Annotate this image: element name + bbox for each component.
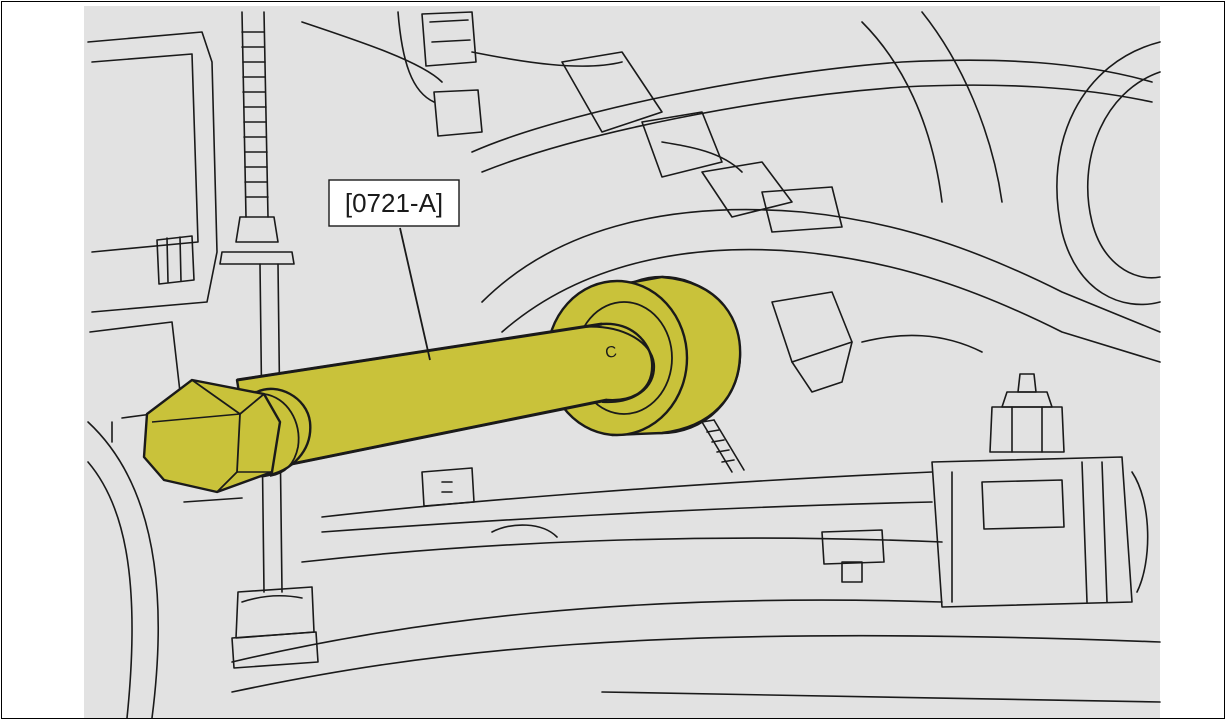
lower-control-arm xyxy=(321,471,933,518)
body-panel-left-inner xyxy=(91,53,199,253)
corrugated-hose xyxy=(219,11,295,265)
tool-engraved-mark: C xyxy=(604,344,618,362)
hub-right xyxy=(1056,41,1161,306)
connector-top xyxy=(421,11,477,67)
bolt-under-tool xyxy=(701,421,733,473)
body-panel-left xyxy=(87,31,218,313)
trailing-arm xyxy=(481,208,1161,333)
wheel-left xyxy=(87,421,160,718)
special-tool xyxy=(142,275,742,494)
control-arm-upper xyxy=(471,59,1153,153)
callout-label: [0721-A] xyxy=(345,188,443,218)
background-line-art xyxy=(87,11,1161,718)
bushing-right xyxy=(931,456,1133,608)
callout-leader-line xyxy=(399,227,431,361)
body-panel-left-lower xyxy=(89,321,181,393)
callout-label-box xyxy=(328,179,460,227)
tool-shaft xyxy=(235,322,654,474)
tool-shaft-end xyxy=(581,325,656,404)
